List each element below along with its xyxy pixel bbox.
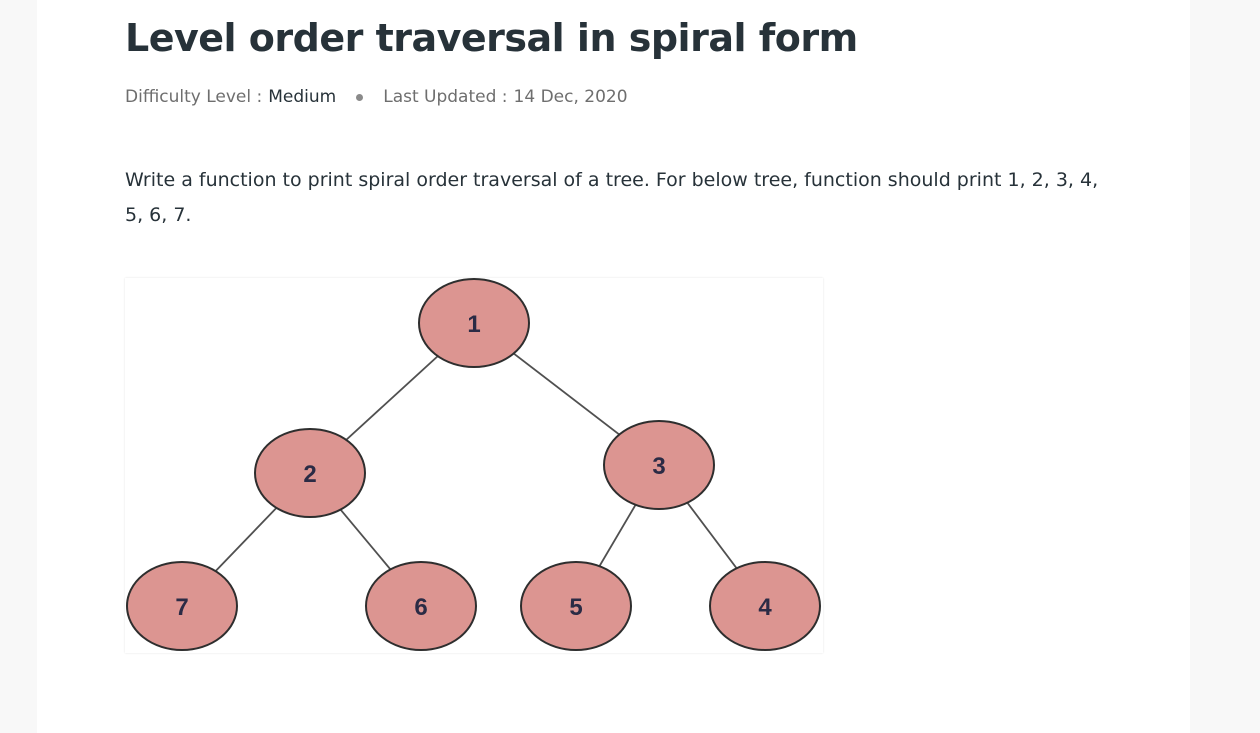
tree-node-ellipse: [418, 278, 530, 368]
tree-node-ellipse: [603, 420, 715, 510]
tree-diagram: 1 2 3 7 6 5 4: [125, 278, 823, 653]
tree-node-5: 5: [520, 561, 632, 651]
last-updated-label: Last Updated :: [383, 87, 508, 107]
tree-node-label: 1: [467, 311, 480, 338]
last-updated-value: 14 Dec, 2020: [513, 87, 628, 107]
tree-node-4: 4: [709, 561, 821, 651]
tree-node-label: 7: [175, 594, 188, 621]
tree-node-ellipse: [709, 561, 821, 651]
tree-diagram-svg: 1 2 3 7 6 5 4: [126, 278, 821, 651]
tree-node-label: 2: [303, 461, 316, 488]
tree-nodes: 1 2 3 7 6 5 4: [126, 278, 821, 651]
difficulty-label: Difficulty Level :: [125, 87, 263, 107]
tree-node-7: 7: [126, 561, 238, 651]
tree-node-label: 5: [569, 594, 582, 621]
page-title: Level order traversal in spiral form: [125, 16, 858, 60]
tree-node-3: 3: [603, 420, 715, 510]
tree-node-label: 3: [652, 453, 665, 480]
tree-node-1: 1: [418, 278, 530, 368]
tree-node-ellipse: [126, 561, 238, 651]
content-card: Level order traversal in spiral form Dif…: [37, 0, 1190, 733]
tree-node-label: 4: [758, 594, 772, 621]
tree-node-ellipse: [365, 561, 477, 651]
problem-description: Write a function to print spiral order t…: [125, 169, 1099, 226]
difficulty-value[interactable]: Medium: [268, 87, 337, 107]
article-meta: Difficulty Level : Medium Last Updated :…: [125, 87, 628, 107]
tree-node-2: 2: [254, 428, 366, 518]
separator-dot-icon: [356, 93, 364, 101]
tree-node-ellipse: [254, 428, 366, 518]
tree-node-ellipse: [520, 561, 632, 651]
tree-node-label: 6: [414, 594, 427, 621]
tree-node-6: 6: [365, 561, 477, 651]
